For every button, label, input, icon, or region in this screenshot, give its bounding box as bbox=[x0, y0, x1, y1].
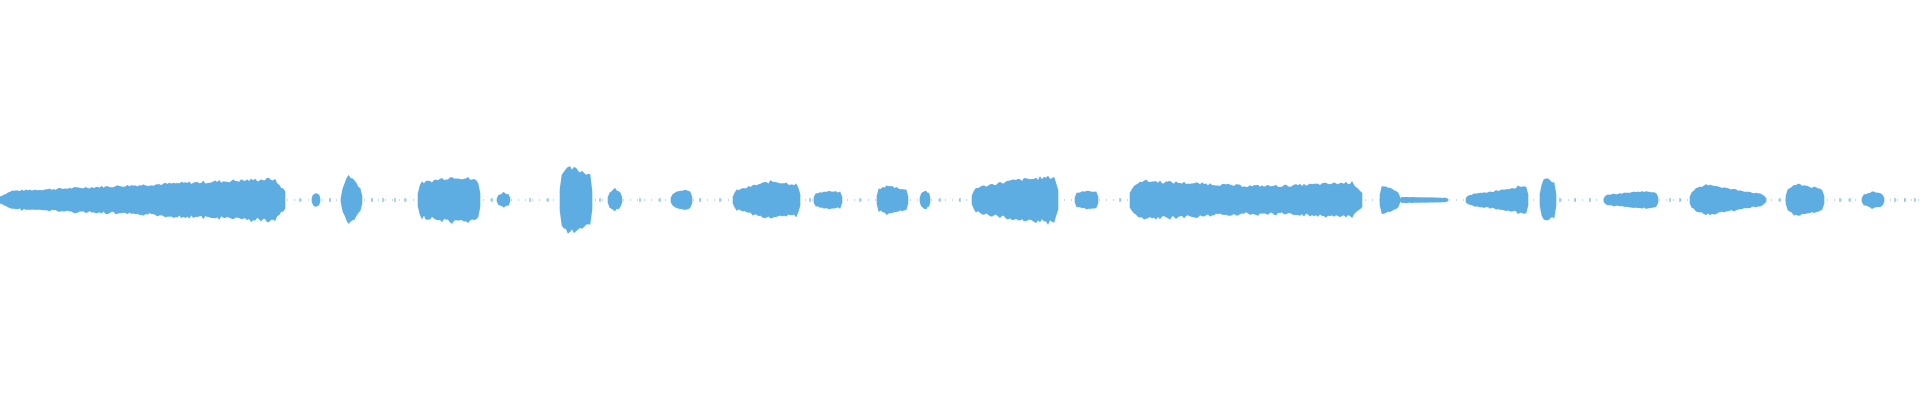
waveform-segment bbox=[971, 175, 1059, 225]
waveform-segment bbox=[340, 174, 363, 225]
waveform-segment bbox=[559, 166, 593, 234]
waveform-segment bbox=[1399, 196, 1449, 204]
waveform-segment bbox=[1074, 190, 1099, 210]
waveform-segment bbox=[0, 177, 286, 223]
waveform-segment bbox=[417, 176, 481, 224]
waveform-segment bbox=[1379, 186, 1401, 214]
waveform-segment bbox=[813, 190, 843, 210]
waveform-segment bbox=[1129, 179, 1363, 220]
waveform-segment bbox=[1785, 183, 1825, 216]
waveform-segment bbox=[607, 187, 623, 212]
waveform-segment bbox=[496, 191, 511, 208]
waveform-segment bbox=[1689, 184, 1767, 216]
waveform-segment bbox=[876, 185, 909, 216]
waveform-segment bbox=[670, 189, 693, 211]
waveform-segment bbox=[732, 180, 801, 219]
waveform-segment bbox=[1603, 191, 1659, 209]
waveform-segment bbox=[311, 193, 321, 207]
waveform-segment bbox=[919, 190, 931, 209]
waveform-segment bbox=[1861, 191, 1885, 209]
waveform-segment bbox=[1465, 185, 1529, 215]
waveform-segment bbox=[1539, 178, 1557, 221]
